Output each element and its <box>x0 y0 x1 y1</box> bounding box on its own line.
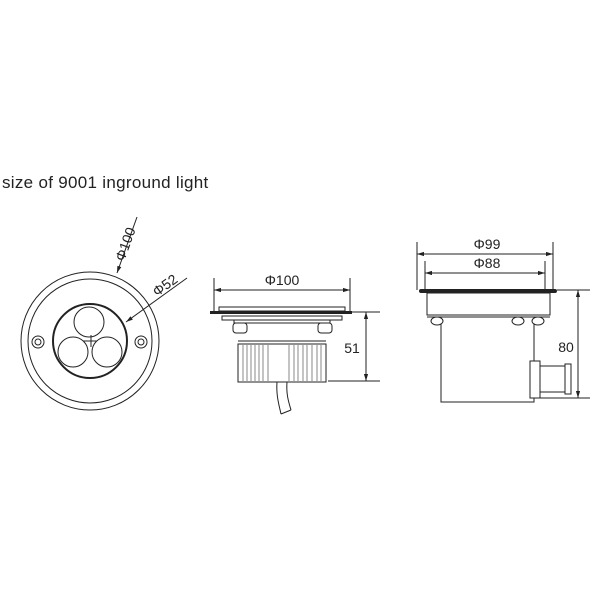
connector-nut <box>529 360 541 399</box>
front-lens-diameter-label: Φ52 <box>149 271 180 300</box>
drawing-title: size of 9001 inground light <box>2 173 209 192</box>
front-view: Φ100 Φ52 <box>20 216 188 411</box>
lens-diameter-leader <box>125 277 188 323</box>
side-view-housing: Φ99 Φ88 80 <box>416 236 590 403</box>
outer-diameter-leader <box>116 216 138 274</box>
housing-body <box>440 316 535 403</box>
housing-height-label: 80 <box>558 339 574 355</box>
heatsink-height-label: 51 <box>344 340 360 356</box>
housing-top <box>426 292 551 316</box>
cable <box>276 381 292 415</box>
front-outer-diameter-label: Φ100 <box>112 225 139 263</box>
housing-outer-diameter-label: Φ99 <box>474 236 501 252</box>
side-view-heatsink: Φ100 51 <box>210 272 380 415</box>
heatsink-body <box>237 343 327 383</box>
housing-inner-diameter-label: Φ88 <box>474 255 501 271</box>
heatsink-diameter-label: Φ100 <box>265 272 300 288</box>
outer-ring <box>20 271 160 411</box>
lens-circle <box>52 303 128 379</box>
led-left <box>57 336 89 368</box>
inner-ring <box>27 278 153 404</box>
connector <box>539 365 566 393</box>
led-right <box>91 336 123 368</box>
mounting-hole-left <box>31 335 45 349</box>
mounting-hole-right <box>134 335 148 349</box>
led-top <box>73 306 105 338</box>
